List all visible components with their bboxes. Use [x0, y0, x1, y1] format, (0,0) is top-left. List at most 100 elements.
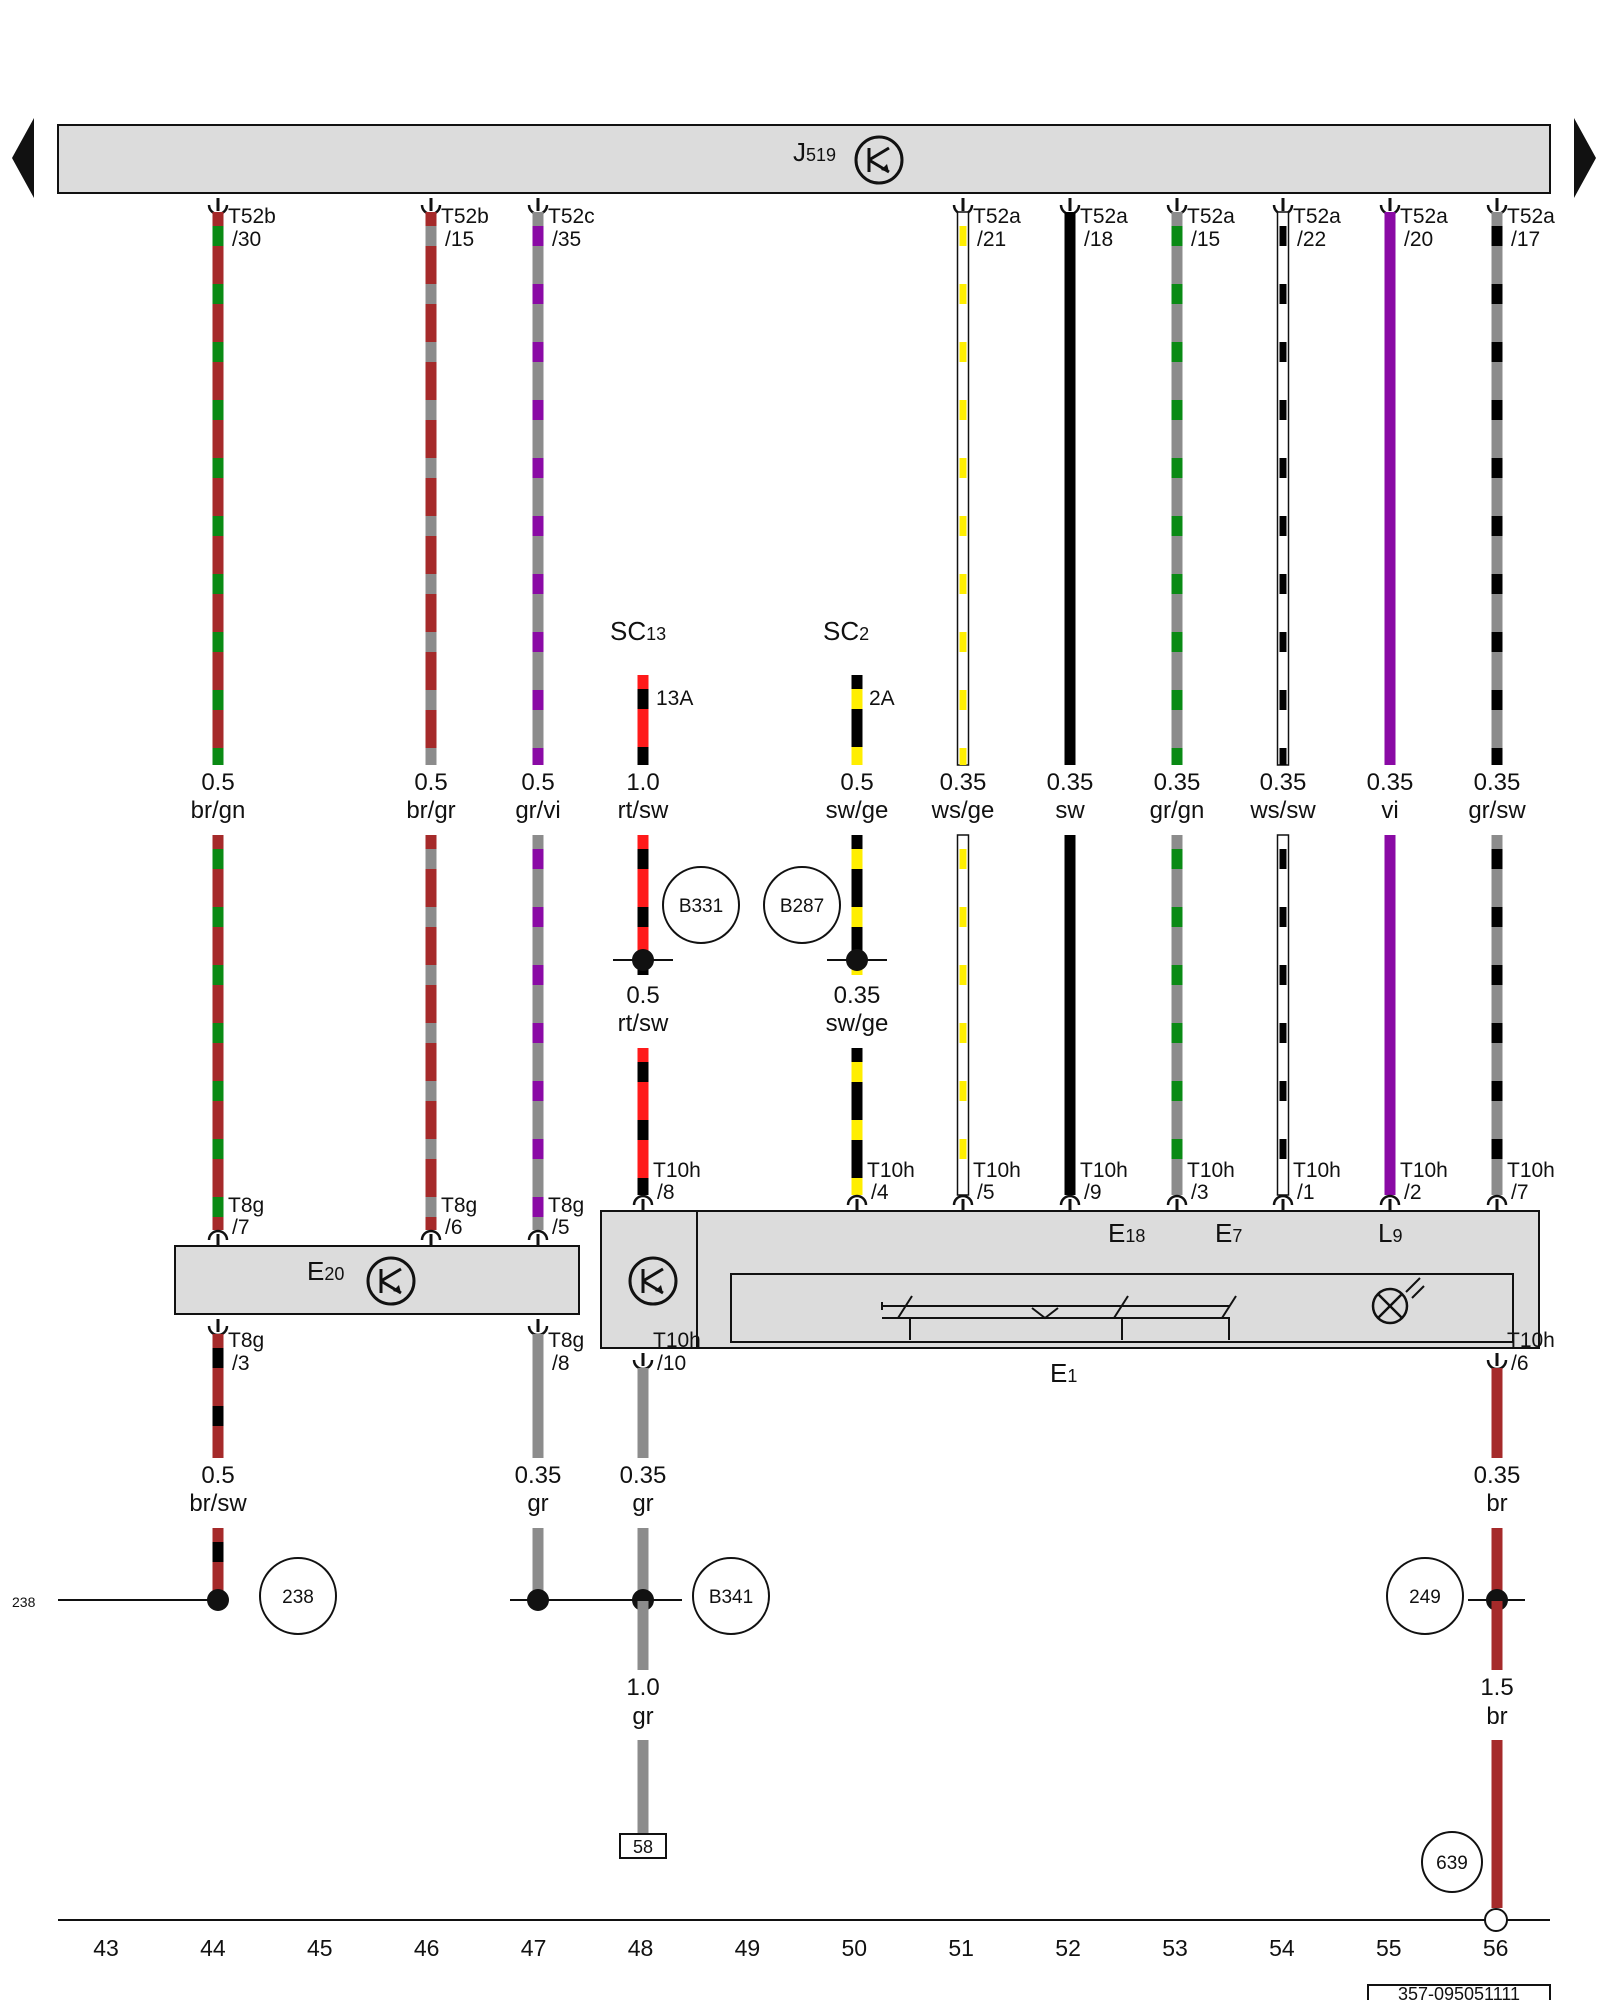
wire-gr-sw-upper[interactable]: [1491, 212, 1503, 765]
connector-pin-icon: [1059, 1194, 1081, 1212]
fuse-wire-upper[interactable]: [851, 675, 863, 765]
wire-gr-sw-lower[interactable]: [1491, 835, 1503, 1195]
wire-size: 0.35: [1260, 769, 1307, 796]
wire-color-code: br/gr: [406, 797, 455, 824]
connector-pin-icon: [1486, 198, 1508, 216]
wire-br-lower[interactable]: [1491, 1368, 1503, 1458]
wire-color-code: ws/sw: [1249, 797, 1316, 824]
column-number: 51: [948, 1935, 974, 1961]
column-number: 47: [521, 1935, 547, 1961]
wire-sw-upper[interactable]: [1064, 212, 1076, 765]
wire-ws-ge-upper[interactable]: [956, 211, 970, 766]
connector-pin-icon: [420, 198, 442, 216]
wire-br-tail[interactable]: [1491, 1528, 1503, 1600]
page-next-arrow-icon[interactable]: [1574, 118, 1596, 198]
wire-br-gn-lower[interactable]: [212, 835, 224, 1230]
ground-639: 639: [1421, 1831, 1483, 1893]
pin-connector-top: T10h: [1507, 1329, 1555, 1352]
wire-color-code: rt/sw: [618, 797, 669, 824]
wire-color-code: sw/ge: [826, 797, 889, 824]
wire-color-code: gr: [632, 1703, 653, 1730]
wire-gr-tail[interactable]: [532, 1528, 544, 1600]
wire-color-code: gr/vi: [515, 797, 560, 824]
page-prev-arrow-icon[interactable]: [12, 118, 34, 198]
pin-connector-top: T52b: [441, 205, 489, 228]
wire-gr-1-0-tail[interactable]: [637, 1740, 649, 1834]
pin-connector-top: T52a: [1507, 205, 1555, 228]
splice-249: 249: [1386, 1557, 1464, 1635]
wire-gr-gn-upper[interactable]: [1171, 212, 1183, 765]
wire-ws-sw-lower[interactable]: [1276, 834, 1290, 1196]
fuse-wire-middle[interactable]: [851, 835, 863, 975]
wire-gr-vi-lower[interactable]: [532, 835, 544, 1230]
column-number: 53: [1162, 1935, 1188, 1961]
fuse-wire-lower[interactable]: [637, 1048, 649, 1195]
pin-number-top: /21: [977, 228, 1006, 251]
pin-number-top: /3: [232, 1352, 250, 1375]
pin-connector-bottom: T10h: [1080, 1159, 1128, 1182]
pin-number-bottom: /2: [1404, 1181, 1422, 1204]
wire-gr-gn-lower[interactable]: [1171, 835, 1183, 1195]
pin-connector-bottom: T8g: [548, 1194, 584, 1217]
wire-gr-lower[interactable]: [532, 1334, 544, 1458]
wire-vi-lower[interactable]: [1384, 835, 1396, 1195]
splice-b341: B341: [692, 1557, 770, 1635]
wire-size: 0.35: [1367, 769, 1414, 796]
wire-vi-upper[interactable]: [1384, 212, 1396, 765]
column-number: 48: [628, 1935, 654, 1961]
pin-number-top: /10: [657, 1352, 686, 1375]
fuse-wire-lower[interactable]: [851, 1048, 863, 1195]
sc13-rating: 13A: [656, 687, 693, 710]
pin-connector-bottom: T8g: [228, 1194, 264, 1217]
left-reference[interactable]: 238: [12, 1594, 36, 1610]
wire-br-gr-upper[interactable]: [425, 212, 437, 765]
pin-number-top: /18: [1084, 228, 1113, 251]
wire-sw-lower[interactable]: [1064, 835, 1076, 1195]
wire-size: 0.35: [1474, 1462, 1521, 1489]
wire-br-1-5-tail[interactable]: [1491, 1740, 1503, 1908]
pin-number-bottom: /5: [552, 1216, 570, 1239]
e18-label: E18: [1108, 1218, 1145, 1248]
pin-number-top: /22: [1297, 228, 1326, 251]
wire-ws-ge-lower[interactable]: [956, 834, 970, 1196]
wire-color-code: gr/sw: [1468, 797, 1526, 824]
wire-br-gr-lower[interactable]: [425, 835, 437, 1230]
pin-connector-bottom: T10h: [867, 1159, 915, 1182]
wire-gr-tail[interactable]: [637, 1528, 649, 1600]
connector-pin-icon: [420, 1229, 442, 1247]
wire-size: 0.5: [521, 769, 554, 796]
wire-gr-vi-upper[interactable]: [532, 212, 544, 765]
pin-connector-top: T10h: [653, 1329, 701, 1352]
wire-size: 0.35: [620, 1462, 667, 1489]
wire-size: 1.0: [626, 1674, 659, 1701]
switch-group: [730, 1273, 1514, 1343]
fuse-wire-upper[interactable]: [637, 675, 649, 765]
pin-connector-top: T52a: [1293, 205, 1341, 228]
connector-pin-icon: [1486, 1353, 1508, 1371]
pin-number-bottom: /9: [1084, 1181, 1102, 1204]
wire-gr-lower[interactable]: [637, 1368, 649, 1458]
wire-br-gn-upper[interactable]: [212, 212, 224, 765]
pin-connector-top: T8g: [228, 1329, 264, 1352]
column-number: 52: [1055, 1935, 1081, 1961]
wire-color-code-2: sw/ge: [826, 1010, 889, 1037]
fuse-wire-group: B3311.0rt/sw0.5rt/swT10h/8B2870.5sw/ge0.…: [613, 675, 915, 1212]
pin-number-top: /20: [1404, 228, 1433, 251]
wire-size-2: 0.5: [626, 982, 659, 1009]
wire-gr-1-0[interactable]: [637, 1600, 649, 1670]
wire-ws-sw-upper[interactable]: [1276, 211, 1290, 766]
e1-label: E1: [1050, 1358, 1077, 1388]
wire-br-sw-tail[interactable]: [212, 1528, 224, 1600]
fuse-wire-middle[interactable]: [637, 835, 649, 975]
wire-size: 0.35: [1047, 769, 1094, 796]
wire-color-code: gr: [527, 1490, 548, 1517]
wire-br-sw-lower[interactable]: [212, 1334, 224, 1458]
wire-color-code: vi: [1381, 797, 1398, 824]
svg-text:238: 238: [282, 1587, 314, 1608]
connector-pin-icon: [527, 198, 549, 216]
connector-pin-icon: [1272, 1194, 1294, 1212]
pin-number-bottom: /7: [1511, 1181, 1529, 1204]
column-number: 56: [1483, 1935, 1509, 1961]
pin-connector-top: T52a: [973, 205, 1021, 228]
wire-br-1-5[interactable]: [1491, 1600, 1503, 1670]
